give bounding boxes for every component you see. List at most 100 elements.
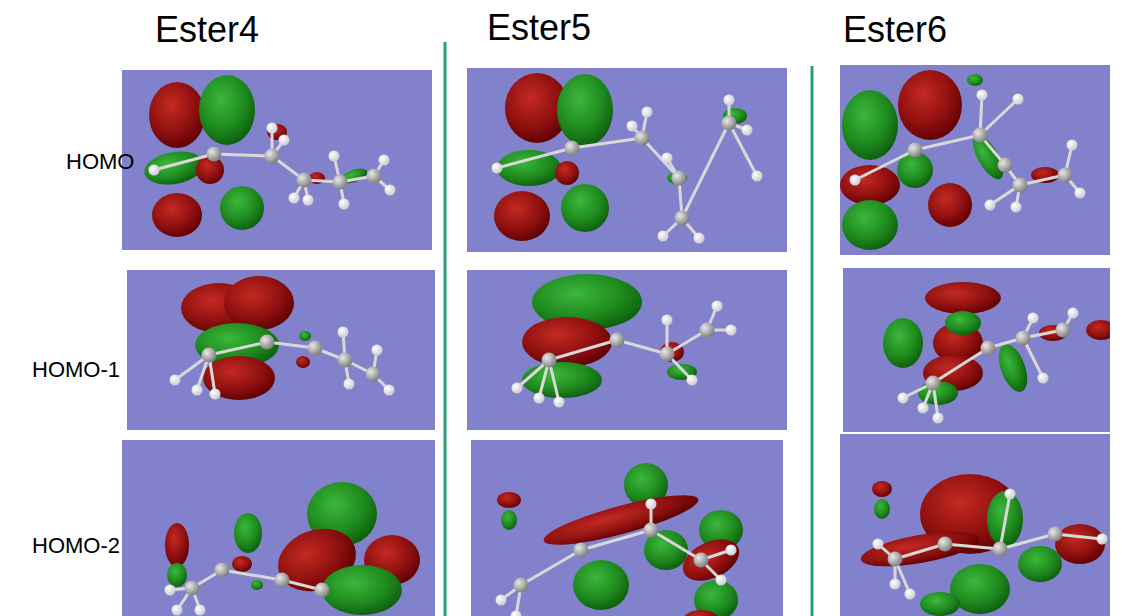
hydrogen-atom <box>329 151 340 162</box>
orbital-lobe <box>1018 546 1062 582</box>
carbon-atom <box>366 367 381 382</box>
carbon-atom <box>275 573 290 588</box>
bond <box>497 148 572 168</box>
bond <box>682 123 729 218</box>
bond <box>617 340 667 354</box>
orbital-lobe <box>842 90 898 160</box>
orbital-lobe <box>152 193 202 237</box>
orbital-lobe <box>967 74 983 86</box>
hydrogen-atom <box>687 375 698 386</box>
carbon-atom <box>700 323 715 338</box>
column-heading: Ester6 <box>843 10 947 50</box>
hydrogen-atom <box>905 589 916 600</box>
orbital-lobe <box>872 481 892 497</box>
panel-ground <box>840 434 1110 616</box>
bond <box>154 154 214 170</box>
hydrogen-atom <box>195 605 206 616</box>
orbital-lobe <box>573 560 629 610</box>
hydrogen-atom <box>192 385 203 396</box>
hydrogen-atom <box>492 163 503 174</box>
orbital-lobe <box>220 186 264 230</box>
hydrogen-atom <box>642 107 653 118</box>
orbital-lobe <box>557 74 613 146</box>
bond <box>855 150 915 180</box>
bond <box>214 154 272 156</box>
column-heading: Ester5 <box>487 8 591 48</box>
hydrogen-atom <box>726 325 737 336</box>
row-label: HOMO-2 <box>32 534 120 558</box>
carbon-atom <box>1058 168 1073 183</box>
carbon-atom <box>675 211 690 226</box>
hydrogen-atom <box>1075 188 1086 199</box>
orbital-lobe <box>165 523 189 567</box>
carbon-atom <box>315 583 330 598</box>
hydrogen-atom <box>512 383 523 394</box>
hydrogen-atom <box>742 125 753 136</box>
bond <box>980 99 1018 135</box>
orbital-panel <box>467 68 787 252</box>
carbon-atom <box>1013 178 1028 193</box>
carbon-atom <box>542 353 557 368</box>
carbon-atom <box>265 149 280 164</box>
carbon-atom <box>260 335 275 350</box>
orbital-lobe <box>149 82 205 148</box>
hydrogen-atom <box>267 123 278 134</box>
orbital-lobe <box>497 492 521 508</box>
carbon-atom <box>981 341 996 356</box>
bond <box>945 544 1000 549</box>
carbon-atom <box>574 543 589 558</box>
column-divider <box>811 66 814 616</box>
carbon-atom <box>635 131 650 146</box>
hydrogen-atom <box>898 393 909 404</box>
bond <box>729 123 757 176</box>
orbital-lobe <box>234 513 262 553</box>
hydrogen-atom <box>646 499 657 510</box>
bond <box>1000 534 1055 549</box>
orbital-lobe <box>945 311 981 335</box>
hydrogen-atom <box>1028 313 1039 324</box>
bond <box>572 138 642 148</box>
carbon-atom <box>185 581 200 596</box>
orbital-lobe <box>928 183 972 227</box>
carbon-atom <box>993 542 1008 557</box>
hydrogen-atom <box>977 90 988 101</box>
hydrogen-atom <box>496 595 507 606</box>
bond <box>895 544 945 559</box>
orbital-lobe <box>232 556 252 572</box>
hydrogen-atom <box>1038 373 1049 384</box>
row-label: HOMO <box>66 150 134 174</box>
hydrogen-atom <box>1013 94 1024 105</box>
carbon-atom <box>338 353 353 368</box>
hydrogen-atom <box>712 301 723 312</box>
hydrogen-atom <box>338 327 349 338</box>
bond <box>222 570 282 580</box>
orbital-lobe <box>296 356 310 368</box>
carbon-atom <box>926 376 941 391</box>
orbital-lobe <box>251 580 263 590</box>
hydrogen-atom <box>372 345 383 356</box>
bond <box>933 348 988 383</box>
orbital-lobe <box>883 318 923 368</box>
column-divider <box>444 42 447 616</box>
hydrogen-atom <box>384 385 395 396</box>
carbon-atom <box>660 347 675 362</box>
orbital-lobe <box>522 362 602 398</box>
orbital-lobe <box>501 510 517 530</box>
orbital-lobe <box>858 525 981 573</box>
orbital-lobe <box>898 70 962 140</box>
carbon-atom <box>333 175 348 190</box>
hydrogen-atom <box>279 135 290 146</box>
panel-ground <box>127 270 435 430</box>
carbon-atom <box>722 116 737 131</box>
carbon-atom <box>644 523 659 538</box>
orbital-lobe <box>540 486 702 554</box>
carbon-atom <box>202 348 217 363</box>
orbital-panel <box>843 268 1116 432</box>
hydrogen-atom <box>339 199 350 210</box>
orbital-panel <box>471 440 783 616</box>
hydrogen-atom <box>289 193 300 204</box>
orbital-lobe <box>1086 320 1116 340</box>
hydrogen-atom <box>890 579 901 590</box>
hydrogen-atom <box>933 413 944 424</box>
